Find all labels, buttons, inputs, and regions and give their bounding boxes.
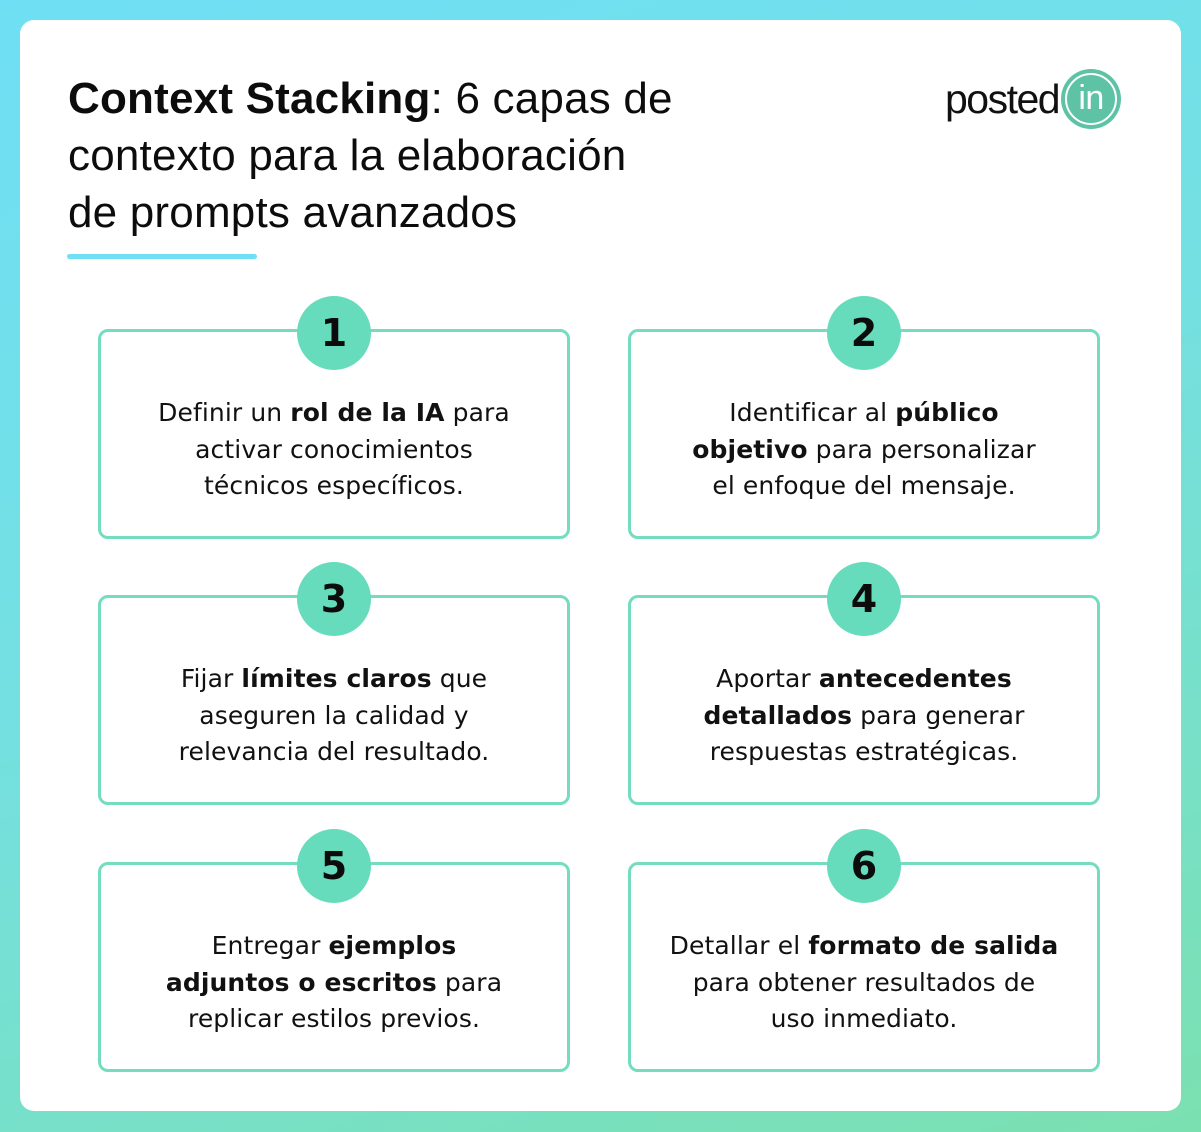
text-segment: aseguren la calidad y — [199, 700, 469, 730]
text-segment: respuestas estratégicas. — [709, 737, 1019, 766]
text-bold-segment: adjuntos o escritos — [165, 967, 437, 997]
text-segment: Detallar el — [669, 931, 809, 960]
step-card-6: 6 Detallar el formato de salida para obt… — [628, 829, 1100, 1072]
logo-text: posted — [945, 75, 1061, 122]
step-description: Identificar al público objetivo para per… — [651, 395, 1077, 505]
text-bold-segment: detallados — [703, 700, 853, 730]
step-number-badge: 2 — [827, 296, 901, 370]
title-bold: Context Stacking — [68, 74, 431, 123]
text-segment: activar conocimientos — [195, 434, 473, 464]
text-segment: Entregar — [211, 931, 329, 960]
text-segment: para — [436, 967, 503, 997]
step-description: Detallar el formato de salida para obten… — [651, 928, 1077, 1038]
step-card-2: 2 Identificar al público objetivo para p… — [628, 296, 1100, 539]
text-segment: para personalizar — [807, 434, 1036, 464]
title-underline — [67, 254, 257, 259]
step-number-badge: 3 — [297, 562, 371, 636]
logo-in-badge-icon: in — [1061, 69, 1122, 129]
logo-badge-text: in — [1078, 78, 1104, 117]
text-bold-segment: límites claros — [241, 664, 432, 693]
step-description: Entregar ejemplos adjuntos o escritos pa… — [121, 928, 547, 1038]
text-segment: Identificar al — [729, 398, 896, 427]
text-segment: para generar — [852, 700, 1025, 730]
text-bold-segment: público — [895, 398, 999, 427]
text-segment: uso inmediato. — [770, 1004, 958, 1033]
postedin-logo: posted in — [945, 69, 1122, 129]
text-segment: Definir un — [158, 398, 291, 427]
text-segment: técnicos específicos. — [204, 471, 464, 500]
text-segment: Fijar — [180, 664, 242, 693]
step-description: Fijar límites claros que aseguren la cal… — [121, 661, 547, 771]
page-title: Context Stacking: 6 capas de contexto pa… — [68, 70, 768, 241]
infographic-card: Context Stacking: 6 capas de contexto pa… — [20, 20, 1181, 1111]
step-card-1: 1 Definir un rol de la IA para activar c… — [98, 296, 570, 539]
text-segment: el enfoque del mensaje. — [712, 471, 1016, 500]
step-card-5: 5 Entregar ejemplos adjuntos o escritos … — [98, 829, 570, 1072]
text-segment: para obtener resultados de — [692, 967, 1036, 997]
text-segment: relevancia del resultado. — [178, 737, 490, 766]
step-description: Aportar antecedentes detallados para gen… — [651, 661, 1077, 771]
text-bold-segment: formato de salida — [808, 931, 1059, 960]
step-number-badge: 4 — [827, 562, 901, 636]
step-number-badge: 1 — [297, 296, 371, 370]
step-card-4: 4 Aportar antecedentes detallados para g… — [628, 562, 1100, 805]
text-segment: para — [444, 398, 510, 427]
step-card-3: 3 Fijar límites claros que aseguren la c… — [98, 562, 570, 805]
step-number-badge: 5 — [297, 829, 371, 903]
text-segment: Aportar — [716, 664, 819, 693]
text-bold-segment: rol de la IA — [290, 398, 445, 427]
step-description: Definir un rol de la IA para activar con… — [121, 395, 547, 505]
text-segment: que — [431, 664, 488, 693]
text-bold-segment: objetivo — [692, 434, 808, 464]
title-line1-rest: : 6 capas de — [430, 74, 673, 123]
text-segment: replicar estilos previos. — [187, 1004, 480, 1033]
title-line2: contexto para la elaboración — [68, 131, 627, 180]
title-line3: de prompts avanzados — [68, 188, 518, 237]
text-bold-segment: ejemplos — [328, 931, 457, 960]
step-number-badge: 6 — [827, 829, 901, 903]
text-bold-segment: antecedentes — [818, 664, 1012, 693]
